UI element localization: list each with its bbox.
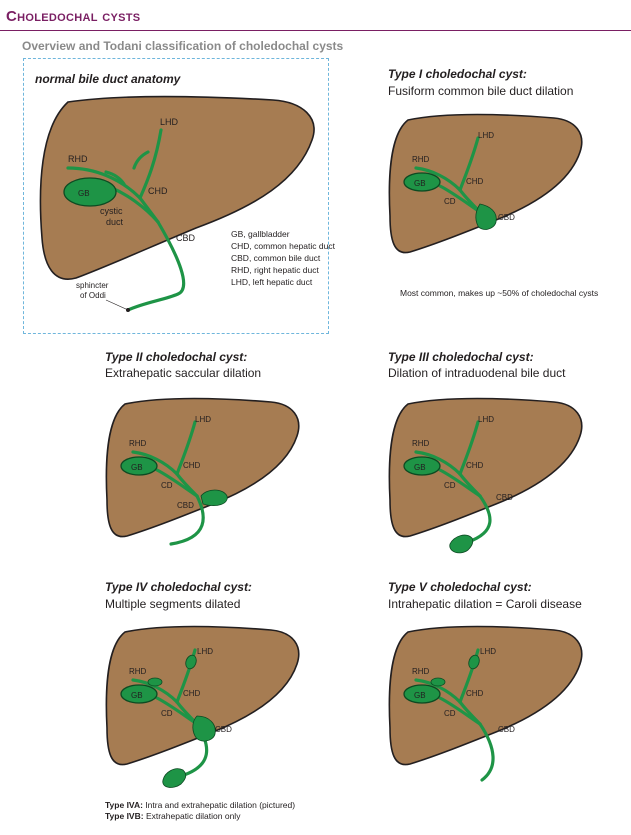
- rhd-label: RHD: [412, 439, 430, 448]
- cbd-duct: [126, 220, 186, 312]
- rhd-branch: [104, 170, 126, 186]
- gb-label: GB: [78, 189, 90, 198]
- title-divider: [0, 30, 631, 31]
- type1-title: Type I choledochal cyst:: [388, 67, 527, 81]
- chd-label: CHD: [466, 461, 484, 470]
- cbd-label: CBD: [496, 493, 513, 502]
- type3-diagram: LHD RHD CHD GB CD CBD: [388, 397, 583, 554]
- page-subtitle: Overview and Todani classification of ch…: [22, 39, 344, 53]
- type5-diagram: LHD RHD CHD GB CD CBD: [388, 625, 583, 782]
- cystic-label-2: duct: [106, 217, 124, 227]
- chd-label: CHD: [466, 177, 484, 186]
- type4-note-b: Type IVB: Extrahepatic dilation only: [105, 811, 240, 821]
- type4-note-a-text: Intra and extrahepatic dilation (picture…: [142, 800, 296, 810]
- legend-cbd: CBD, common bile duct: [231, 253, 321, 263]
- cbd-label: CBD: [176, 233, 196, 243]
- lhd-label: LHD: [478, 131, 494, 140]
- gallbladder: [63, 177, 117, 207]
- type1-subtitle: Fusiform common bile duct dilation: [388, 84, 574, 98]
- type4-diagram: LHD RHD CHD GB CD CBD: [105, 625, 300, 788]
- rhd-label: RHD: [412, 155, 430, 164]
- normal-anatomy-panel: [23, 58, 329, 334]
- cbd-label: CBD: [215, 725, 232, 734]
- legend-lhd: LHD, left hepatic duct: [231, 277, 313, 287]
- lhd-label: LHD: [197, 647, 213, 656]
- type4-note-a: Type IVA: Intra and extrahepatic dilatio…: [105, 800, 295, 810]
- sphincter-label-1: sphincter: [76, 281, 109, 290]
- cd-label: CD: [161, 481, 173, 490]
- normal-anatomy-diagram: LHD RHD CHD GB cystic duct CBD sphincter…: [39, 95, 315, 312]
- type4-note-b-text: Extrahepatic dilation only: [143, 811, 241, 821]
- type5-subtitle: Intrahepatic dilation = Caroli disease: [388, 597, 582, 611]
- rhd-label: RHD: [68, 154, 88, 164]
- type1-diagram: LHD RHD CHD GB CD CBD: [388, 113, 583, 254]
- cbd-label: CBD: [498, 213, 515, 222]
- cystic-label-1: cystic: [100, 206, 123, 216]
- legend-gb: GB, gallbladder: [231, 229, 290, 239]
- normal-anatomy-title: normal bile duct anatomy: [35, 72, 181, 86]
- rhd-duct: [66, 166, 142, 200]
- type1-note: Most common, makes up ~50% of choledocha…: [400, 288, 599, 298]
- cbd-label: CBD: [498, 725, 515, 734]
- type3-subtitle: Dilation of intraduodenal bile duct: [388, 366, 566, 380]
- rhd-label: RHD: [129, 667, 147, 676]
- type4-subtitle: Multiple segments dilated: [105, 597, 241, 611]
- legend-chd: CHD, common hepatic duct: [231, 241, 335, 251]
- type2-title: Type II choledochal cyst:: [105, 350, 248, 364]
- gb-label: GB: [414, 691, 426, 700]
- lhd-label: LHD: [478, 415, 494, 424]
- cd-label: CD: [161, 709, 173, 718]
- sphincter-leader: [105, 299, 129, 311]
- sphincter-label-2: of Oddi: [80, 291, 106, 300]
- cd-label: CD: [444, 197, 456, 206]
- lhd-duct: [138, 128, 163, 200]
- type4-note-b-label: Type IVB:: [105, 811, 144, 821]
- chd-label: CHD: [183, 689, 201, 698]
- lhd-label: LHD: [160, 117, 179, 127]
- type2-diagram: LHD RHD CHD GB CD CBD: [105, 397, 300, 546]
- type3-title: Type III choledochal cyst:: [388, 350, 534, 364]
- cbd-label: CBD: [177, 501, 194, 510]
- type2-subtitle: Extrahepatic saccular dilation: [105, 366, 262, 380]
- chd-label: CHD: [466, 689, 484, 698]
- legend-rhd: RHD, right hepatic duct: [231, 265, 319, 275]
- chd-label: CHD: [148, 186, 168, 196]
- liver-shape: [39, 95, 315, 280]
- rhd-label: RHD: [412, 667, 430, 676]
- type4-note-a-label: Type IVA:: [105, 800, 143, 810]
- type4-title: Type IV choledochal cyst:: [105, 580, 252, 594]
- gb-label: GB: [414, 179, 426, 188]
- page-title: Choledochal cysts: [6, 8, 141, 25]
- cd-label: CD: [444, 481, 456, 490]
- gb-label: GB: [131, 463, 143, 472]
- rhd-label: RHD: [129, 439, 147, 448]
- lhd-label: LHD: [195, 415, 211, 424]
- lhd-branch: [132, 150, 150, 170]
- cd-label: CD: [444, 709, 456, 718]
- gb-label: GB: [414, 463, 426, 472]
- chd-label: CHD: [183, 461, 201, 470]
- title-bar: Choledochal cysts: [0, 0, 631, 31]
- gb-label: GB: [131, 691, 143, 700]
- lhd-label: LHD: [480, 647, 496, 656]
- type5-title: Type V choledochal cyst:: [388, 580, 532, 594]
